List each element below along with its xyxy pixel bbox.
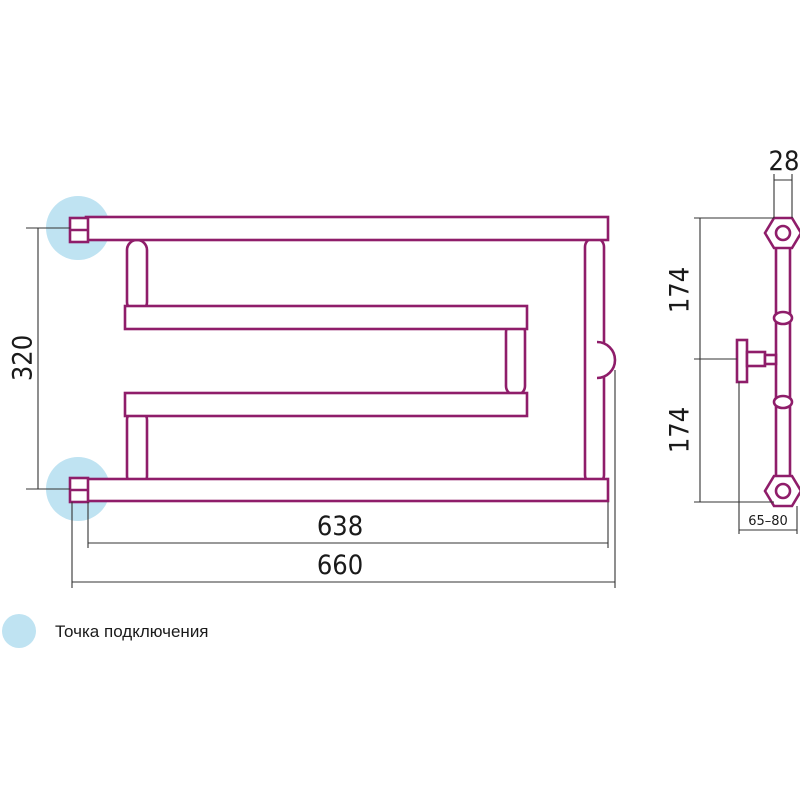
legend: Точка подключения — [0, 612, 400, 652]
upper-left-riser — [125, 238, 149, 314]
front-view: 320 638 660 — [8, 196, 617, 588]
upper-half-dimension-label: 174 — [665, 267, 696, 313]
bottom-bar — [84, 477, 610, 503]
inner-width-dimension-label: 638 — [317, 511, 363, 542]
overall-width-dimension-label: 660 — [317, 550, 363, 581]
wall-bracket — [596, 340, 617, 380]
lower-half-dimension-label: 174 — [665, 407, 696, 453]
wall-distance-dimension-label: 65–80 — [748, 514, 788, 529]
side-wall-bracket — [735, 338, 749, 384]
side-view: 28 174 174 65–80 — [665, 146, 800, 534]
side-riser — [774, 238, 792, 482]
upper-middle-bar — [123, 304, 529, 331]
height-dimension-label: 320 — [8, 335, 39, 381]
lower-middle-bar — [123, 391, 529, 418]
lower-left-riser — [125, 408, 149, 488]
connection-point-legend-label: Точка подключения — [55, 622, 209, 641]
top-bar — [84, 215, 610, 242]
depth-dimension-label: 28 — [769, 146, 800, 177]
middle-right-riser — [504, 321, 527, 397]
connection-point-swatch — [2, 614, 36, 648]
